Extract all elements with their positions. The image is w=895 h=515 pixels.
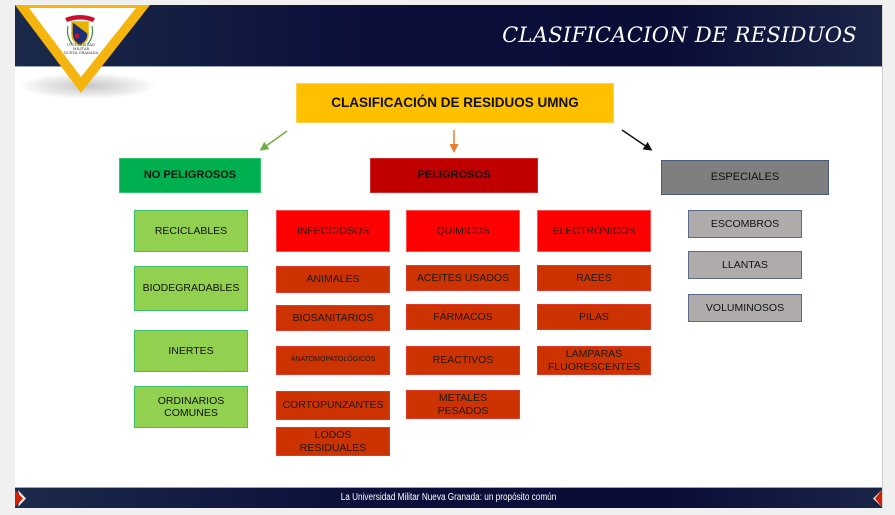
item-reactivos: REACTIVOS <box>406 346 520 375</box>
item-label: ESCOMBROS <box>710 217 780 230</box>
arrow-no-peligrosos <box>259 130 288 151</box>
item-escombros: ESCOMBROS <box>688 210 802 238</box>
item-label: REACTIVOS <box>432 354 494 367</box>
university-logo: UNIVERSIDAD MILITAR NUEVA GRANADA <box>15 5 155 100</box>
item-ordinarios-comunes: ORDINARIOS COMUNES <box>134 386 248 428</box>
item-anatomopatologicos: ANATOMOPATOLÓGICOS <box>276 346 390 375</box>
footer-bar: La Universidad Militar Nueva Granada: un… <box>15 487 882 508</box>
group-label: QUÍMICOS <box>436 224 490 237</box>
chevron-right-icon <box>15 490 26 507</box>
item-aceites-usados: ACEITES USADOS <box>406 265 520 291</box>
item-llantas: LLANTAS <box>688 251 802 279</box>
item-biosanitarios: BIOSANITARIOS <box>276 305 390 331</box>
root-node: CLASIFICACIÓN DE RESIDUOS UMNG <box>296 83 614 123</box>
crest-icon <box>65 15 95 46</box>
item-raees: RAEES <box>537 265 651 291</box>
item-metales-pesados: METALES PESADOS <box>406 390 520 419</box>
item-farmacos: FÁRMACOS <box>406 304 520 330</box>
item-biodegradables: BIODEGRADABLES <box>134 266 248 311</box>
item-pilas: PILAS <box>537 304 651 330</box>
item-lodos-residuales: LODOS RESIDUALES <box>276 427 390 456</box>
category-label: PELIGROSOS <box>417 169 491 182</box>
logo-text-line2: NUEVA GRANADA <box>63 51 99 56</box>
item-label: METALES PESADOS <box>437 392 489 417</box>
connector-arrows <box>259 129 653 153</box>
logo-text-line1: UNIVERSIDAD MILITAR <box>67 43 95 52</box>
logo-text: UNIVERSIDAD MILITAR NUEVA GRANADA <box>59 43 103 56</box>
chevron-left-icon <box>873 490 882 507</box>
item-label: ACEITES USADOS <box>416 271 510 284</box>
category-label: NO PELIGROSOS <box>143 169 237 182</box>
item-inertes: INERTES <box>134 330 248 372</box>
item-label: LLANTAS <box>722 258 768 271</box>
group-infecciosos: INFECCIOSOS <box>276 210 390 252</box>
item-label: LAMPARAS FLUORESCENTES <box>547 348 641 373</box>
category-peligrosos: PELIGROSOS <box>370 158 538 193</box>
group-quimicos: QUÍMICOS <box>406 210 520 252</box>
item-label: CORTOPUNZANTES <box>282 399 384 412</box>
arrow-especiales <box>621 129 653 151</box>
item-label: ORDINARIOS COMUNES <box>157 394 225 419</box>
slide-title: CLASIFICACION DE RESIDUOS <box>502 23 857 47</box>
item-cortopunzantes: CORTOPUNZANTES <box>276 391 390 420</box>
item-voluminosos: VOLUMINOSOS <box>688 294 802 322</box>
group-electronicos: ELECTRÓNICOS <box>537 210 651 252</box>
header-bar: CLASIFICACION DE RESIDUOS <box>15 5 882 67</box>
item-label: FÁRMACOS <box>433 310 493 323</box>
group-label: ELECTRÓNICOS <box>552 224 636 237</box>
item-label: LODOS RESIDUALES <box>299 429 367 454</box>
footer-slogan: La Universidad Militar Nueva Granada: un… <box>340 492 557 503</box>
item-label: ANIMALES <box>306 273 360 286</box>
item-reciclables: RECICLABLES <box>134 210 248 252</box>
slide: CLASIFICACION DE RESIDUOS UNIVERSIDAD MI… <box>15 5 883 508</box>
item-label: BIOSANITARIOS <box>292 311 374 324</box>
root-label: CLASIFICACIÓN DE RESIDUOS UMNG <box>331 95 579 111</box>
item-lamparas-fluorescentes: LAMPARAS FLUORESCENTES <box>537 346 651 375</box>
item-animales: ANIMALES <box>276 266 390 293</box>
item-label: BIODEGRADABLES <box>142 282 240 295</box>
group-label: INFECCIOSOS <box>296 224 370 237</box>
item-label: RECICLABLES <box>154 224 228 237</box>
item-label: RAEES <box>576 271 612 284</box>
category-no-peligrosos: NO PELIGROSOS <box>119 158 261 193</box>
category-label: ESPECIALES <box>710 171 780 184</box>
item-label: ANATOMOPATOLÓGICOS <box>290 356 376 364</box>
item-label: INERTES <box>168 344 214 357</box>
category-especiales: ESPECIALES <box>661 160 829 195</box>
item-label: PILAS <box>579 310 609 323</box>
item-label: VOLUMINOSOS <box>705 301 785 314</box>
